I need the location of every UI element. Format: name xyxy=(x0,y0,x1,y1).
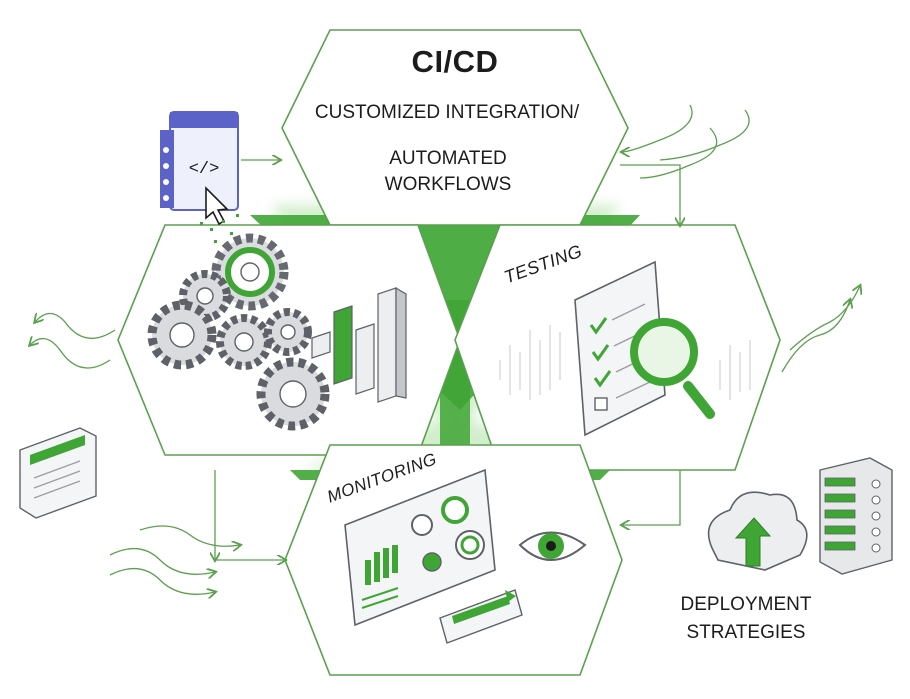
deployment-label-line2: STRATEGIES xyxy=(686,622,806,643)
integration-label-line1: CUSTOMIZED INTEGRATION/ xyxy=(314,102,580,123)
integration-label-line3: WORKFLOWS xyxy=(384,174,512,195)
magnifier-icon xyxy=(630,318,715,419)
particle-dots xyxy=(200,214,239,243)
checklist-icon xyxy=(574,260,666,437)
bar-chart-icon xyxy=(311,286,407,403)
svg-text:</>: </> xyxy=(189,160,220,179)
progress-card-icon xyxy=(439,589,523,644)
server-rack-icon xyxy=(819,457,893,575)
document-icon xyxy=(19,427,97,519)
cloud-upload-icon xyxy=(707,491,808,571)
signal-lines xyxy=(499,325,751,400)
dashboard-icon xyxy=(344,468,496,627)
code-window-icon: </> xyxy=(160,111,239,211)
cursor-icon xyxy=(205,186,229,226)
deployment-label-line1: DEPLOYMENT xyxy=(680,594,812,615)
arrows-icon xyxy=(30,104,860,594)
integration-label-line2: AUTOMATED xyxy=(389,148,507,169)
page-title: CI/CD xyxy=(411,44,499,79)
eye-icon xyxy=(518,531,587,561)
gears-icon xyxy=(147,233,330,431)
